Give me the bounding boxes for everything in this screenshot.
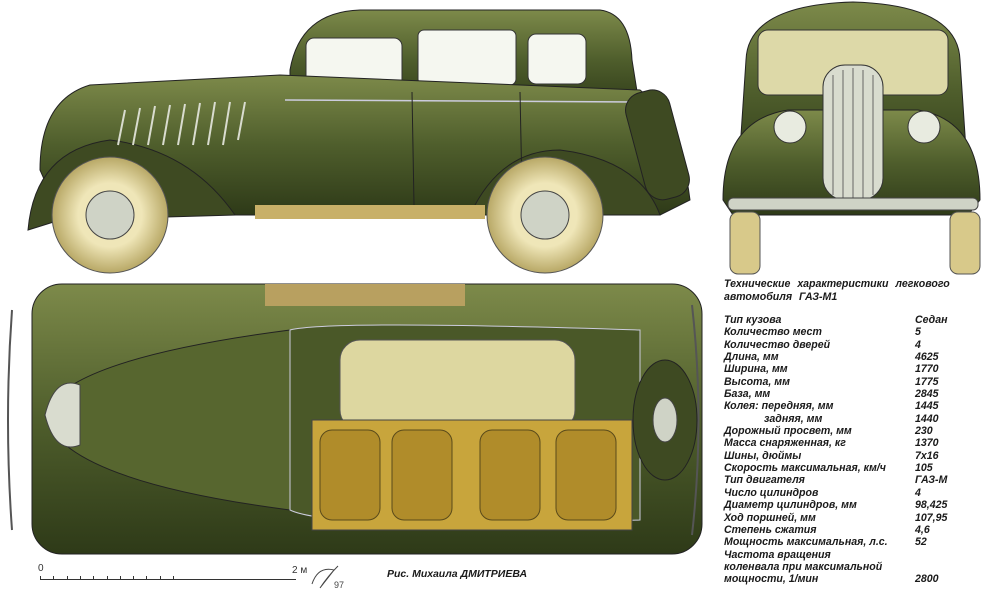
scale-tick [40, 576, 41, 580]
spec-label: Тип кузова [724, 314, 782, 326]
scale-end-label: 2 м [292, 565, 308, 576]
spec-row: коленвала при максимальной [724, 561, 994, 573]
spec-value: 2845 [915, 388, 939, 401]
spec-value: 4 [915, 338, 921, 351]
car-top-view-illustration [7, 283, 703, 555]
spec-row: Количество дверей 4 [724, 339, 994, 351]
spec-value: 4,6 [915, 523, 930, 536]
spec-row: База, мм 2845 [724, 388, 994, 400]
spec-label: Ширина, мм [724, 363, 788, 376]
spec-label: Колея: передняя, мм [724, 400, 834, 413]
spec-value: 52 [915, 536, 927, 549]
spec-label: Высота, мм [724, 375, 790, 388]
illustration-credit: Рис. Михаила ДМИТРИЕВА [387, 568, 528, 580]
spec-value: 1370 [915, 437, 939, 450]
spec-row: Длина, мм 4625 [724, 351, 994, 363]
spec-value: 1770 [915, 363, 939, 376]
spec-row: Ширина, мм 1770 [724, 363, 994, 375]
spec-label: Диаметр цилиндров, мм [724, 499, 857, 512]
scale-tick [133, 576, 135, 580]
spec-value: ГАЗ-М [915, 474, 948, 487]
spec-value: 1775 [915, 375, 939, 388]
spec-row: Масса снаряженная, кг 1370 [724, 437, 994, 449]
spec-row: задняя, мм 1440 [724, 413, 994, 425]
scale-tick [146, 576, 148, 580]
spec-table-title: Технические характеристики легкового авт… [724, 278, 950, 303]
spec-label: Количество дверей [724, 338, 831, 351]
spec-value: Седан [915, 314, 948, 326]
spec-label: Ход поршней, мм [724, 511, 816, 524]
spec-label: Тип двигателя [724, 474, 805, 487]
spec-value: 2800 [915, 573, 939, 586]
spec-label: Масса снаряженная, кг [724, 437, 846, 450]
spec-value: 98,425 [915, 499, 948, 512]
scale-bar [34, 565, 296, 585]
spec-value: 230 [915, 425, 933, 438]
car-front-view-illustration [722, 1, 981, 275]
spec-row: Колея: передняя, мм 1445 [724, 400, 994, 412]
spec-value: 107,95 [915, 511, 948, 524]
spec-value: 105 [915, 462, 933, 475]
spec-row: Скорость максимальная, км/ч 105 [724, 462, 994, 474]
spec-label: мощности, 1/мин [724, 573, 819, 586]
spec-value: 1440 [915, 412, 939, 425]
spec-row: мощности, 1/мин 2800 [724, 573, 994, 585]
spec-row: Мощность максимальная, л.с. 52 [724, 536, 994, 548]
spec-label: Мощность максимальная, л.с. [724, 536, 888, 549]
spec-row: Шины, дюймы 7x16 [724, 450, 994, 462]
scale-tick [66, 576, 68, 580]
signature-year: 97 [334, 580, 344, 590]
spec-row: Тип кузова Седан [724, 314, 994, 326]
scale-tick [119, 576, 121, 580]
spec-label: База, мм [724, 388, 771, 401]
scale-tick [106, 576, 108, 580]
spec-label: Частота вращения [724, 548, 831, 561]
scale-start-label: 0 [38, 563, 44, 574]
spec-table: Технические характеристики легкового авт… [724, 278, 994, 586]
scale-tick [93, 576, 95, 580]
spec-value: 4625 [915, 351, 939, 364]
scale-tick [159, 576, 161, 580]
spec-label: Длина, мм [724, 351, 779, 364]
spec-label: задняя, мм [764, 412, 823, 425]
scale-tick [53, 576, 55, 580]
artist-signature-icon: 97 [311, 565, 344, 590]
spec-row: Частота вращения [724, 549, 994, 561]
spec-value: 5 [915, 326, 921, 339]
car-side-view-illustration [27, 9, 691, 274]
spec-value: 7x16 [915, 449, 939, 462]
spec-row: Ход поршней, мм 107,95 [724, 512, 994, 524]
spec-row: Высота, мм 1775 [724, 376, 994, 388]
spec-row: Тип двигателя ГАЗ-М [724, 474, 994, 486]
spec-label: Шины, дюймы [724, 449, 802, 462]
scale-tick [79, 576, 81, 580]
spec-label: Скорость максимальная, км/ч [724, 462, 886, 475]
spec-label: Число цилиндров [724, 486, 819, 499]
spec-row: Диаметр цилиндров, мм 98,425 [724, 499, 994, 511]
spec-label: Количество мест [724, 326, 822, 339]
spec-value: 4 [915, 486, 921, 499]
spec-label: Дорожный просвет, мм [724, 425, 852, 438]
scale-tick [173, 576, 174, 580]
spec-label: Степень сжатия [724, 523, 817, 536]
spec-label: коленвала при максимальной [724, 560, 883, 573]
spec-row: Число цилиндров 4 [724, 487, 994, 499]
spec-value: 1445 [915, 400, 939, 413]
spec-row: Дорожный просвет, мм 230 [724, 425, 994, 437]
spec-row: Степень сжатия 4,6 [724, 524, 994, 536]
spec-row: Количество мест 5 [724, 326, 994, 338]
